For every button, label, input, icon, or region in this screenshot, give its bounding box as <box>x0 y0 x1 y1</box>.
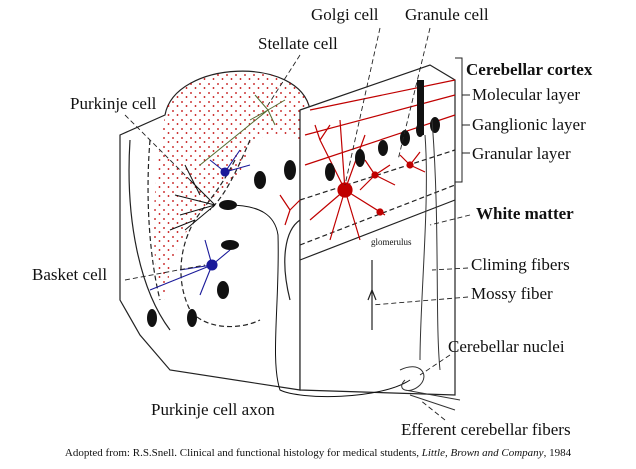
molecular-layer-dots <box>153 71 310 300</box>
caption-year: , 1984 <box>543 447 572 459</box>
golgi-purkinje-red-cells <box>279 119 426 241</box>
label-efferent-fibers: Efferent cerebellar fibers <box>401 420 571 439</box>
label-glomerulus: glomerulus <box>371 237 412 247</box>
label-purkinje-cell: Purkinje cell <box>70 94 157 113</box>
purkinje-cell-bodies <box>147 80 440 327</box>
label-stellate-cell: Stellate cell <box>258 34 338 53</box>
label-granular-layer: Granular layer <box>472 144 571 163</box>
climbing-mossy-fibers <box>399 119 461 411</box>
label-golgi-cell: Golgi cell <box>311 5 379 24</box>
label-cerebellar-nuclei: Cerebellar nuclei <box>448 337 565 356</box>
label-basket-cell: Basket cell <box>32 265 108 284</box>
source-caption: Adopted from: R.S.Snell. Clinical and fu… <box>0 447 636 459</box>
layer-brackets <box>455 57 470 183</box>
label-ganglionic-layer: Ganglionic layer <box>472 115 586 134</box>
folium-block <box>119 70 311 391</box>
label-climbing-fibers: Climing fibers <box>471 255 570 274</box>
basket-cells <box>149 149 251 296</box>
label-purkinje-axon: Purkinje cell axon <box>151 400 275 419</box>
label-white-matter: White matter <box>476 204 574 223</box>
purkinje-cell-dendrites <box>169 164 411 398</box>
label-molecular-layer: Molecular layer <box>472 85 581 104</box>
stellate-cell <box>199 94 286 166</box>
leader-lines <box>124 27 471 421</box>
caption-publisher: Little, Brown and Company <box>421 447 544 459</box>
caption-text: Adopted from: R.S.Snell. Clinical and fu… <box>64 447 422 459</box>
label-mossy-fiber: Mossy fiber <box>471 284 553 303</box>
cortex-block <box>299 64 456 396</box>
label-granule-cell: Granule cell <box>405 5 489 24</box>
label-cerebellar-cortex: Cerebellar cortex <box>466 60 593 79</box>
